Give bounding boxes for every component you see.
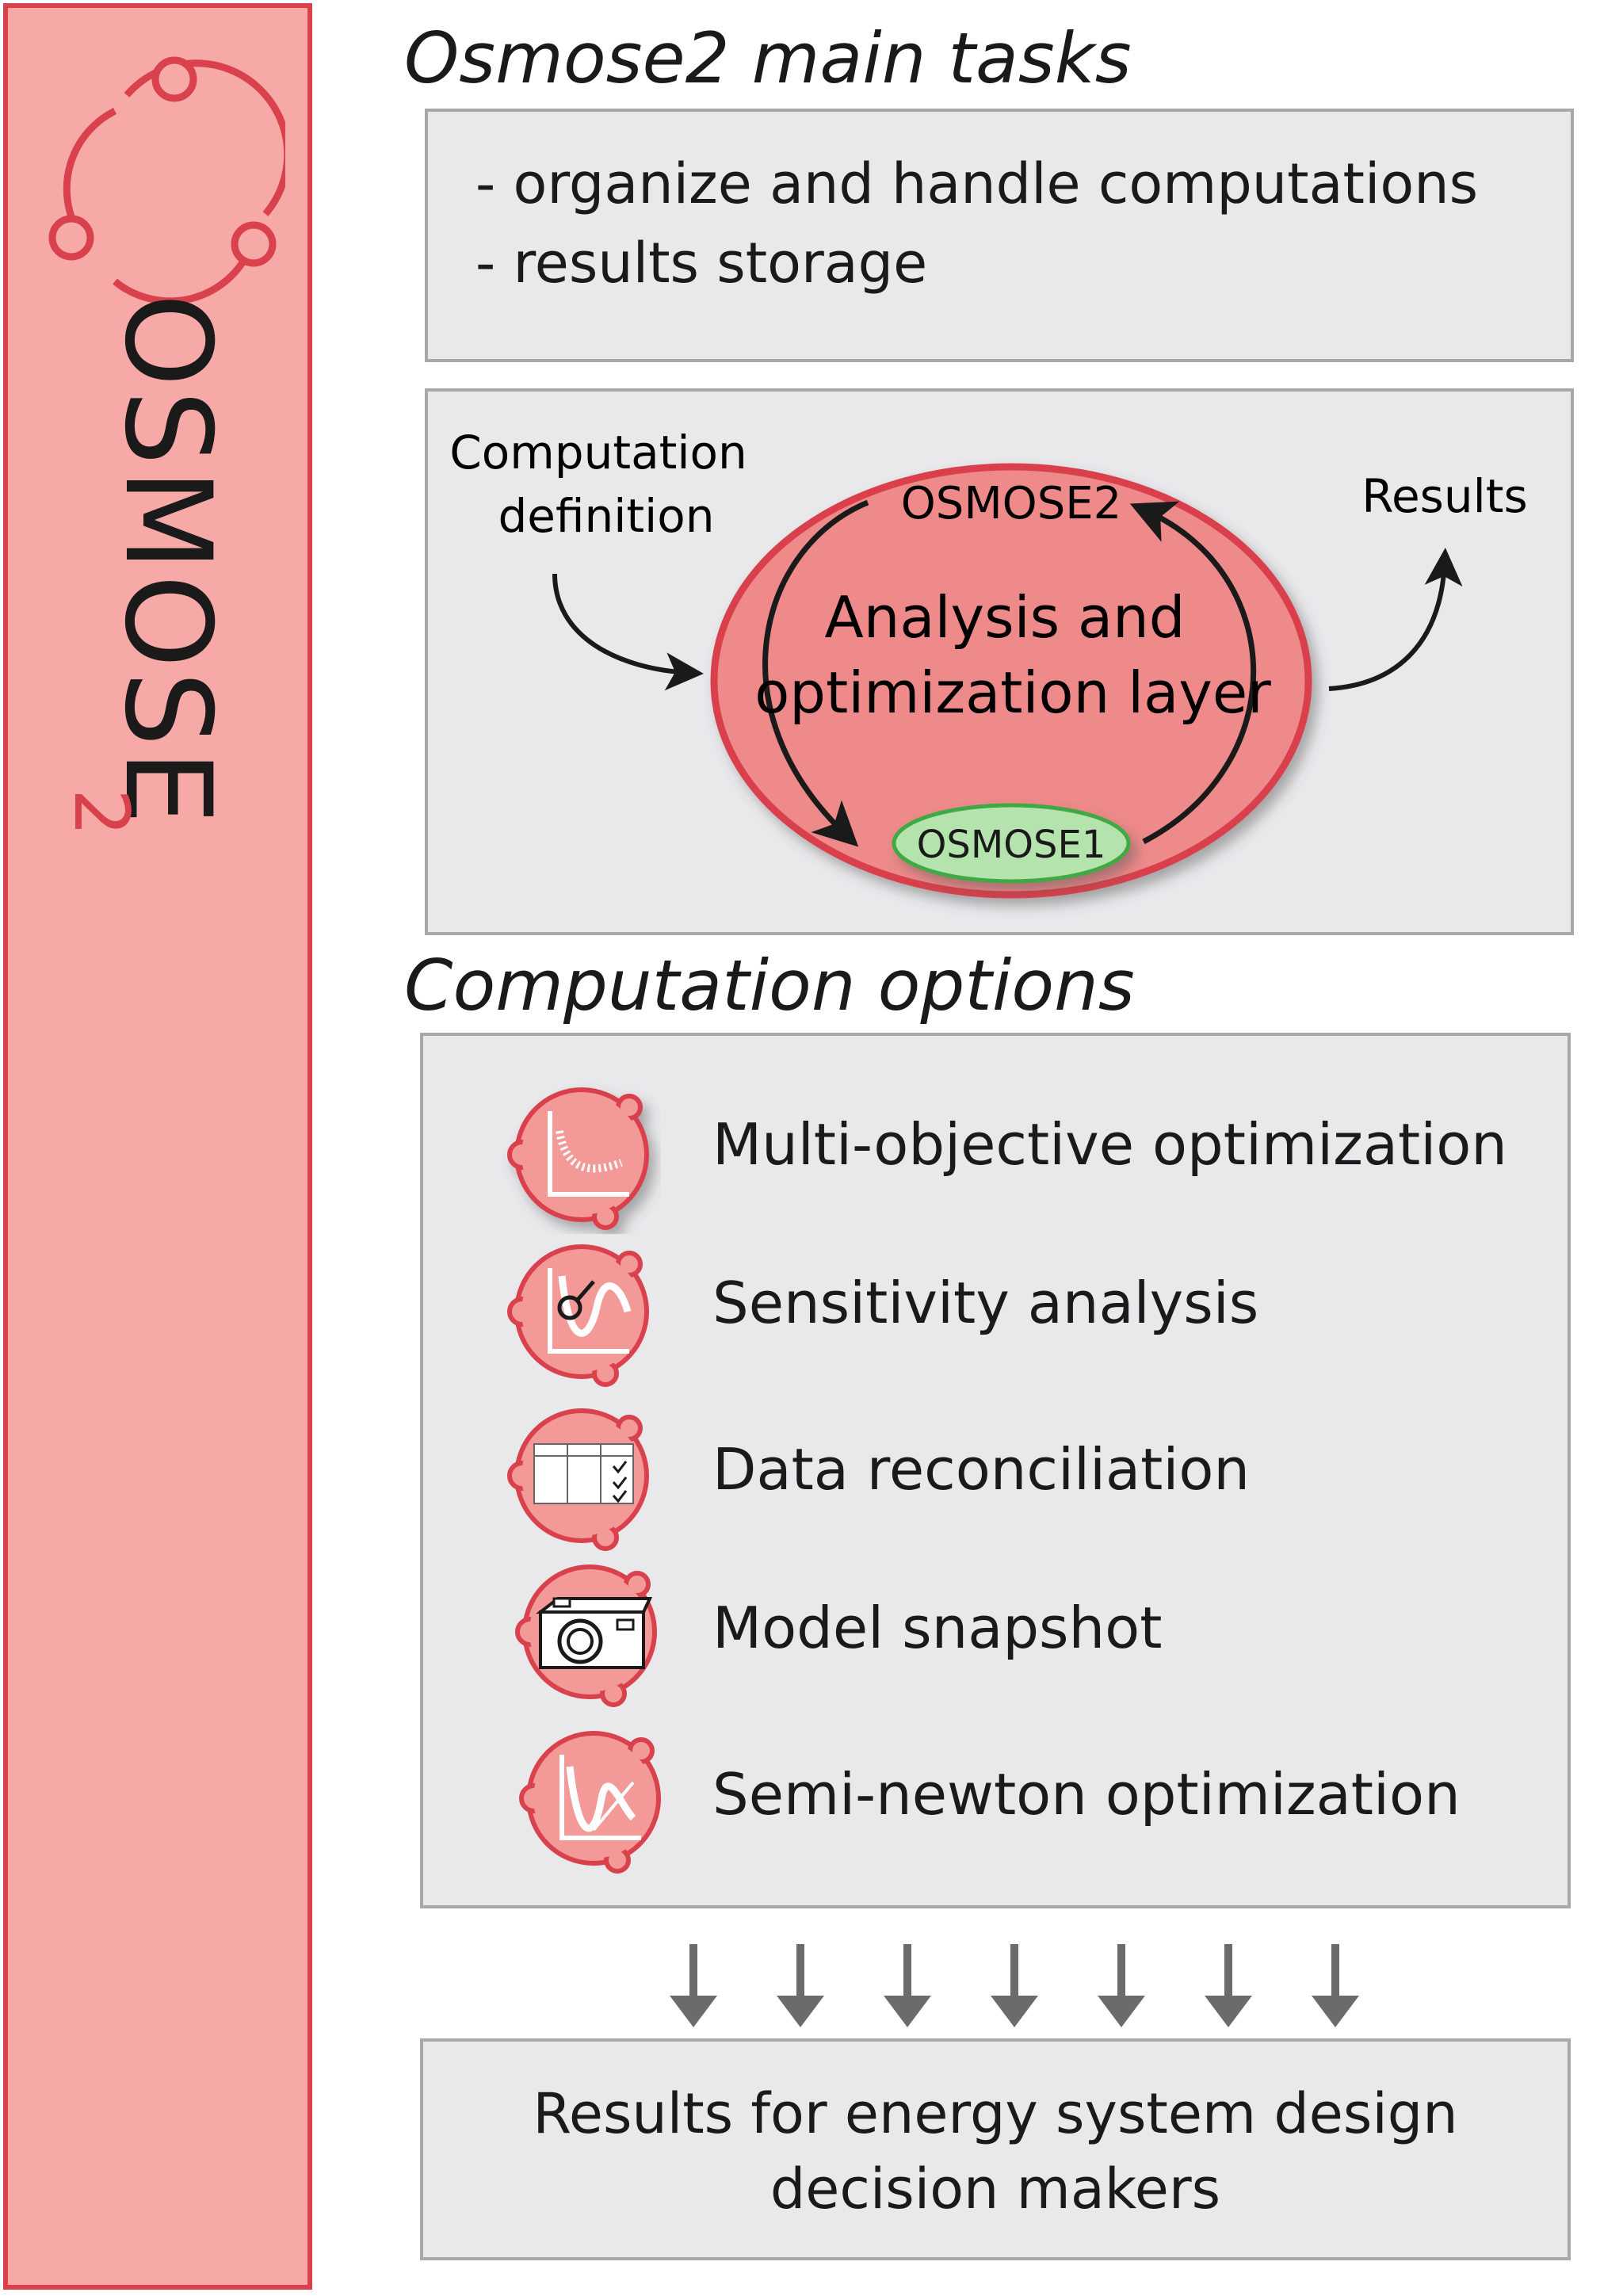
logo-subscript: 2	[57, 789, 144, 832]
cycle-arrow-right	[1129, 501, 1257, 845]
camera-icon	[515, 1564, 657, 1707]
pareto-front-icon	[507, 1087, 649, 1230]
logo-wordmark: OSMOSE	[98, 293, 236, 828]
flow-down-arrows	[670, 1944, 1359, 2027]
option-label-sensitivity: Sensitivity analysis	[712, 1270, 1259, 1336]
down-arrow-icon	[1205, 1944, 1252, 2027]
results-output-label: Results	[1361, 469, 1527, 523]
newton-curve-icon	[519, 1731, 661, 1874]
final-results-line1: Results for energy system design	[533, 2081, 1458, 2146]
option-label-data-reconciliation: Data reconciliation	[712, 1436, 1251, 1503]
osmose1-ellipse	[892, 803, 1131, 884]
down-arrow-icon	[670, 1944, 717, 2027]
layer-title-line2: optimization layer	[754, 659, 1271, 726]
osmose1-label: OSMOSE1	[917, 823, 1106, 867]
layer-title-line1: Analysis and	[825, 584, 1186, 651]
computation-options-panel: Multi-objective optimization Sensitivity…	[420, 1033, 1571, 1908]
down-arrow-icon	[1312, 1944, 1359, 2027]
analysis-flow-panel: Computation definition OSMOSE2 Analysis …	[425, 388, 1574, 935]
down-arrow-icon	[991, 1944, 1038, 2027]
input-arrow	[552, 573, 704, 691]
osmose2-logo: OSMOSE 2	[48, 56, 285, 832]
sensitivity-curve-icon	[507, 1244, 649, 1387]
task-item: - organize and handle computations	[475, 151, 1479, 216]
computation-definition-label: Computation	[449, 426, 747, 479]
main-tasks-heading: Osmose2 main tasks	[404, 17, 1132, 99]
logo-cycle-icon	[48, 56, 285, 305]
computation-options-heading: Computation options	[404, 945, 1135, 1026]
option-label-multi-objective: Multi-objective optimization	[712, 1111, 1507, 1178]
osmose2-label: OSMOSE2	[901, 478, 1122, 529]
analysis-flow-diagram: Computation definition OSMOSE2 Analysis …	[449, 426, 1528, 899]
task-item: - results storage	[475, 231, 928, 296]
analysis-layer-ellipse	[710, 463, 1312, 899]
main-tasks-panel: - organize and handle computations - res…	[425, 109, 1574, 362]
option-label-semi-newton: Semi-newton optimization	[712, 1761, 1461, 1828]
output-arrow	[1328, 548, 1463, 691]
computation-definition-label-line2: definition	[498, 489, 714, 543]
final-results-line2: decision makers	[769, 2157, 1221, 2222]
data-table-icon	[507, 1408, 649, 1551]
down-arrow-icon	[884, 1944, 931, 2027]
down-arrow-icon	[1098, 1944, 1145, 2027]
option-label-model-snapshot: Model snapshot	[712, 1595, 1163, 1661]
logo-sidebar: OSMOSE 2	[3, 3, 312, 2290]
cycle-arrow-left	[762, 499, 869, 847]
down-arrow-icon	[777, 1944, 824, 2027]
final-results-panel: Results for energy system design decisio…	[420, 2038, 1571, 2260]
